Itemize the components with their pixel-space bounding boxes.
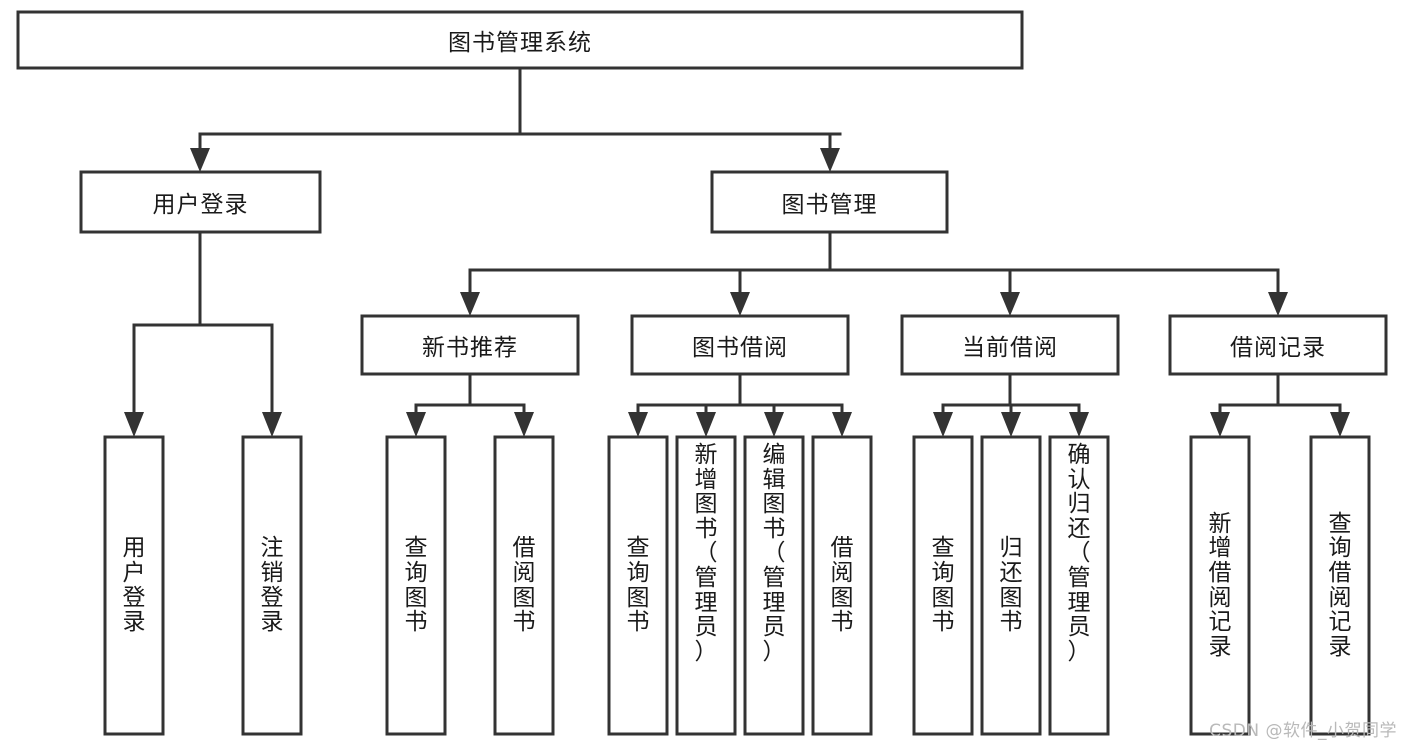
node-box-borrow-record[interactable] xyxy=(1168,314,1388,376)
node-box-book-manage[interactable] xyxy=(710,170,949,234)
arrow-head-leaf-query-book-3 xyxy=(933,412,953,437)
node-box-leaf-query-record[interactable] xyxy=(1309,435,1371,736)
arrow-head-leaf-edit-book xyxy=(764,412,784,437)
arrow-head-leaf-return-book xyxy=(1001,412,1021,437)
arrow-head-book-borrow xyxy=(730,292,750,316)
node-box-leaf-borrow-book-1[interactable] xyxy=(493,435,555,736)
arrow-head-leaf-user-logout xyxy=(262,412,282,437)
node-box-leaf-return-book[interactable] xyxy=(980,435,1042,736)
arrow-head-leaf-borrow-book-2 xyxy=(832,412,852,437)
node-box-root[interactable] xyxy=(16,10,1024,70)
arrow-head-leaf-user-login xyxy=(124,412,144,437)
node-box-current-borrow[interactable] xyxy=(900,314,1120,376)
node-box-leaf-query-book-1[interactable] xyxy=(385,435,447,736)
arrow-head-leaf-query-record xyxy=(1330,412,1350,437)
arrow-head-leaf-borrow-book-1 xyxy=(514,412,534,437)
node-box-leaf-user-login[interactable] xyxy=(103,435,165,736)
node-box-new-book-recommend[interactable] xyxy=(360,314,580,376)
arrow-head-book-manage xyxy=(820,148,840,172)
arrow-head-new-book-recommend xyxy=(460,292,480,316)
arrow-head-borrow-record xyxy=(1268,292,1288,316)
node-box-leaf-user-logout[interactable] xyxy=(241,435,303,736)
arrow-head-leaf-add-record xyxy=(1210,412,1230,437)
node-box-leaf-query-book-2[interactable] xyxy=(607,435,669,736)
node-box-leaf-borrow-book-2[interactable] xyxy=(811,435,873,736)
arrow-head-user-login xyxy=(190,148,210,172)
csdn-watermark: CSDN @软件_小贺同学 xyxy=(1209,721,1397,741)
arrow-head-leaf-add-book xyxy=(696,412,716,437)
arrow-head-leaf-confirm-return xyxy=(1069,412,1089,437)
arrow-head-leaf-query-book-2 xyxy=(628,412,648,437)
node-box-leaf-query-book-3[interactable] xyxy=(912,435,974,736)
arrow-head-leaf-query-book-1 xyxy=(406,412,426,437)
node-box-book-borrow[interactable] xyxy=(630,314,850,376)
node-box-leaf-add-record[interactable] xyxy=(1189,435,1251,736)
arrow-head-current-borrow xyxy=(1000,292,1020,316)
node-box-leaf-add-book[interactable] xyxy=(675,435,737,736)
node-box-leaf-confirm-return[interactable] xyxy=(1048,435,1110,736)
node-box-user-login[interactable] xyxy=(79,170,322,234)
node-box-leaf-edit-book[interactable] xyxy=(743,435,805,736)
